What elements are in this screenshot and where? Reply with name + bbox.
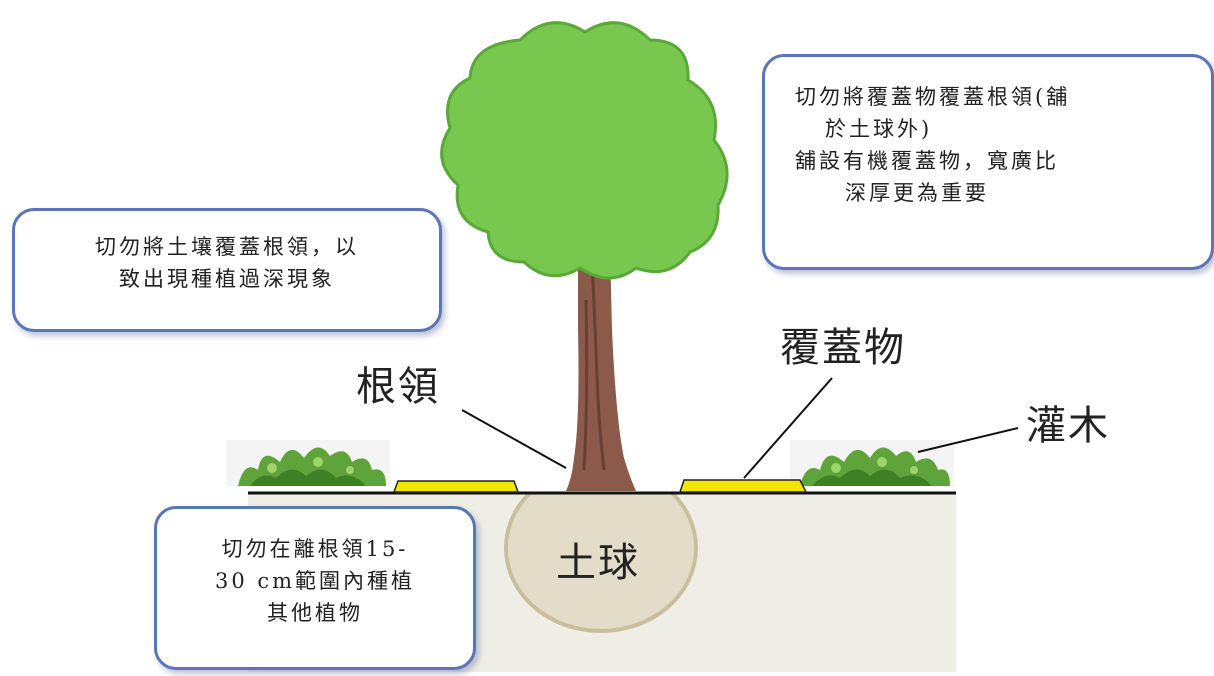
callout-line: 切勿將覆蓋物覆蓋根領(舖 bbox=[795, 85, 1071, 109]
shrub-label: 灌木 bbox=[1026, 403, 1110, 449]
callout-soil-warning: 切勿將土壤覆蓋根領，以 致出現種植過深現象 bbox=[12, 208, 442, 332]
callout-line: 深厚更為重要 bbox=[845, 181, 989, 205]
callout-line: 於土球外) bbox=[825, 117, 933, 141]
tree-foliage bbox=[440, 21, 729, 280]
mulch-right bbox=[678, 479, 808, 493]
shrub-left bbox=[226, 440, 390, 486]
callout-mulch-warning: 切勿將覆蓋物覆蓋根領(舖 於土球外) 舖設有機覆蓋物，寬廣比 深厚更為重要 bbox=[762, 54, 1214, 270]
mulch-label: 覆蓋物 bbox=[780, 325, 906, 371]
callout-line: 其他植物 bbox=[267, 601, 363, 625]
mulch-left bbox=[392, 480, 520, 493]
leader-root-collar bbox=[461, 409, 567, 469]
root-collar-label: 根領 bbox=[356, 364, 440, 410]
leader-mulch bbox=[743, 377, 833, 479]
callout-line: 舖設有機覆蓋物，寬廣比 bbox=[795, 149, 1059, 173]
root-ball-label: 土球 bbox=[556, 540, 640, 586]
callout-line: 致出現種植過深現象 bbox=[119, 267, 335, 291]
callout-line: 30 cm範圍內種植 bbox=[214, 569, 416, 593]
tree-trunk bbox=[566, 248, 636, 491]
callout-planting-distance: 切勿在離根領15- 30 cm範圍內種植 其他植物 bbox=[154, 506, 476, 670]
callout-line: 切勿將土壤覆蓋根領，以 bbox=[95, 235, 359, 259]
leader-shrub bbox=[917, 427, 1019, 453]
shrub-right bbox=[790, 440, 954, 486]
callout-line: 切勿在離根領15- bbox=[221, 537, 409, 561]
